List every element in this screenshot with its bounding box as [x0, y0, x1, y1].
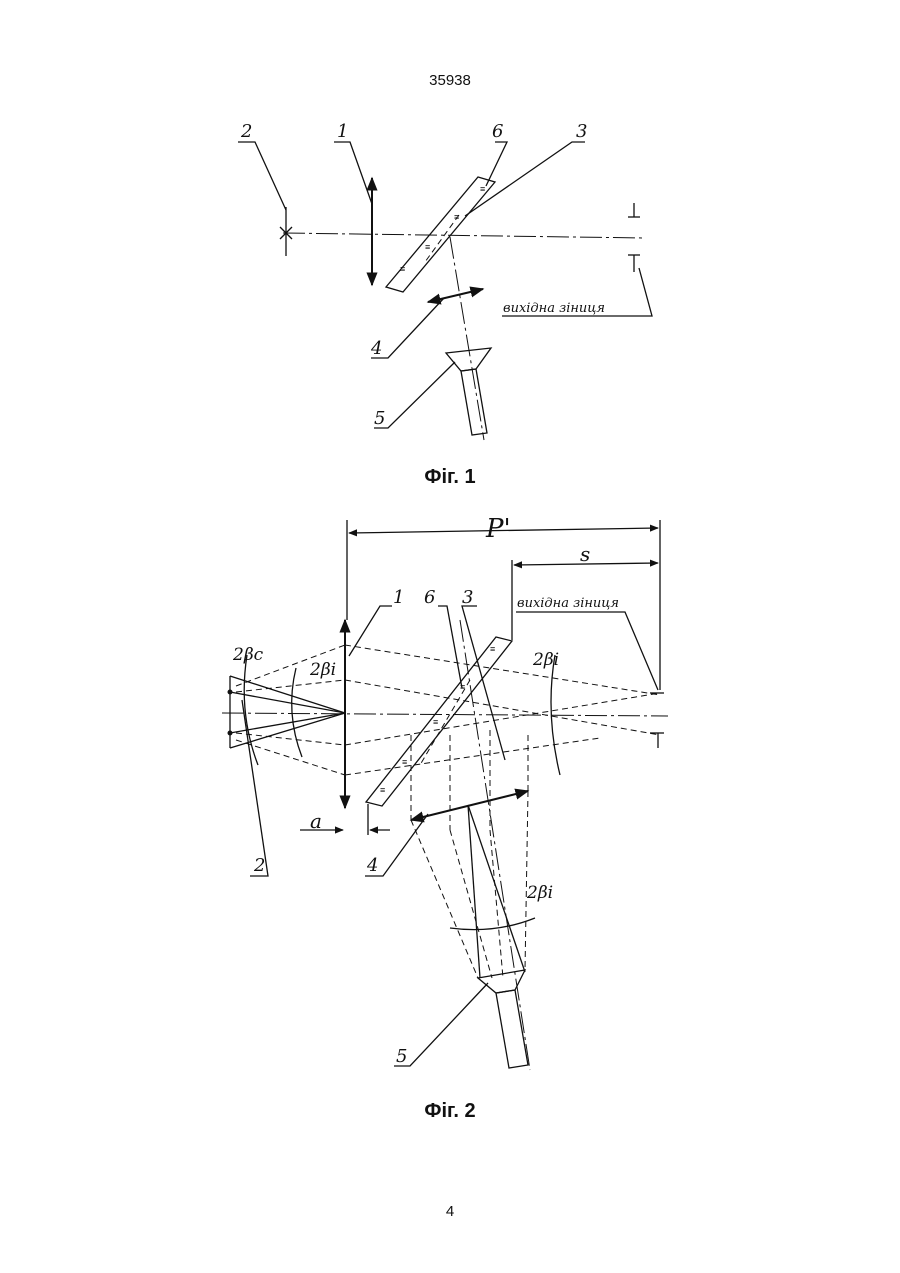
fig1-object	[280, 207, 292, 256]
page-number: 4	[0, 1203, 900, 1220]
fig1-label-1: 1	[337, 121, 348, 142]
fig1-source	[446, 348, 491, 435]
figure-2: ≡ ≡ ≡ ≡ ≡	[222, 514, 668, 1070]
fig2-label-5: 5	[396, 1046, 407, 1067]
fig2-angle-c-label: 2βc	[232, 645, 264, 665]
fig1-leader-6	[486, 142, 507, 186]
fig2-ray-bundle-lower	[411, 620, 535, 1070]
fig2-angle-i-left-label: 2βi	[309, 660, 336, 680]
fig1-leader-1	[334, 142, 372, 204]
fig1-leader-2	[238, 142, 286, 210]
svg-text:≡: ≡	[402, 757, 407, 767]
svg-text:≡: ≡	[480, 184, 485, 194]
svg-text:≡: ≡	[454, 212, 459, 222]
fig1-label-3: 3	[576, 121, 587, 142]
figure-1-caption: Фіг. 1	[0, 466, 900, 489]
svg-text:≡: ≡	[490, 644, 495, 654]
fig2-leader-6	[438, 606, 462, 688]
fig1-optical-axis	[283, 233, 645, 238]
fig2-optical-axis	[222, 713, 668, 716]
fig2-exit-pupil-label: вихідна зіниця	[517, 596, 619, 611]
fig1-label-5: 5	[374, 408, 385, 429]
svg-text:≡: ≡	[380, 785, 385, 795]
fig2-lens-4	[411, 791, 528, 820]
fig1-exit-pupil-label: вихідна зіниця	[503, 301, 605, 316]
fig2-label-1: 1	[393, 587, 404, 608]
fig2-source	[478, 970, 528, 1068]
fig1-label-4: 4	[370, 338, 382, 359]
svg-text:≡: ≡	[400, 264, 405, 274]
fig2-leader-1	[349, 606, 392, 656]
svg-text:≡: ≡	[433, 717, 438, 727]
fig1-leader-5	[374, 362, 455, 428]
fig1-lens-4	[428, 289, 483, 302]
fig2-dim-s-label: s	[580, 542, 590, 566]
fig2-dim-a-label: a	[310, 809, 322, 833]
fig1-label-2: 2	[240, 121, 252, 142]
fig2-dim-p-label: P'	[485, 514, 511, 544]
fig2-label-3: 3	[462, 587, 473, 608]
fig2-leader-5	[394, 983, 488, 1066]
figure-1: ≡ ≡ ≡ ≡ 2 1 6 3	[238, 121, 652, 440]
fig2-leader-2	[242, 700, 268, 876]
fig2-label-4: 4	[366, 855, 378, 876]
fig2-ray-bundle-left	[236, 645, 660, 775]
fig1-label-6: 6	[492, 121, 503, 142]
fig2-label-2: 2	[253, 855, 265, 876]
fig2-exit-pupil-marks	[650, 693, 664, 748]
fig2-label-6: 6	[424, 587, 435, 608]
fig2-angle-i-right-label: 2βi	[532, 650, 559, 670]
figure-2-caption: Фіг. 2	[0, 1100, 900, 1123]
svg-text:≡: ≡	[425, 242, 430, 252]
fig2-angle-i-bottom-label: 2βi	[526, 883, 553, 903]
